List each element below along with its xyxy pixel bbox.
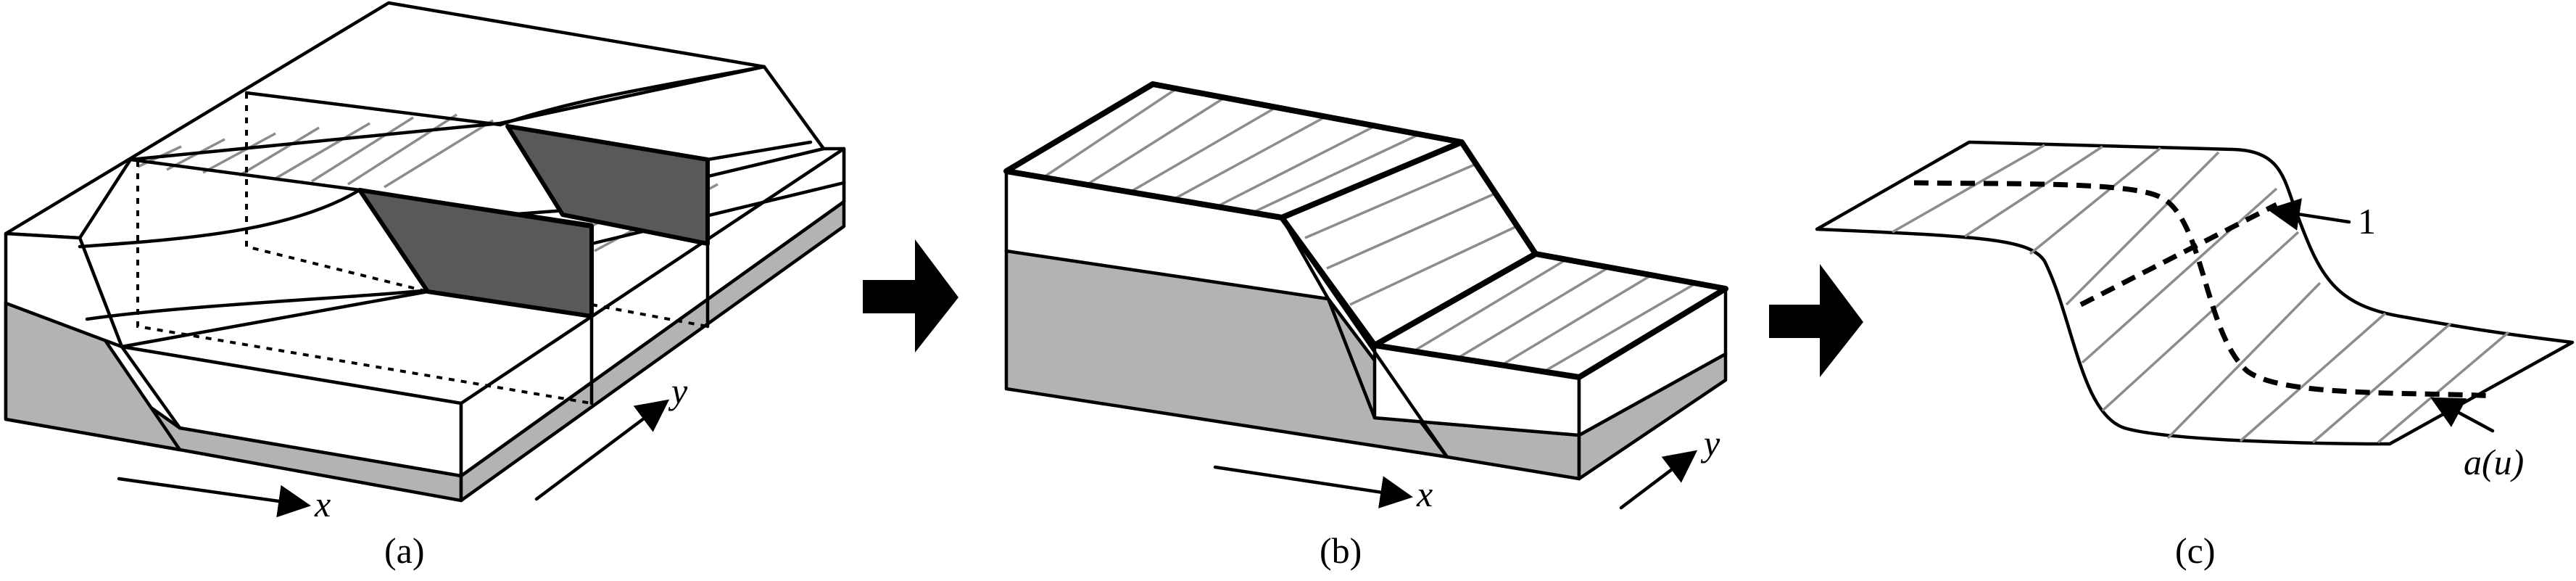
panel-c-line-1 bbox=[2079, 202, 2278, 308]
panel-c-curve-a bbox=[1913, 180, 2495, 399]
panel-b-y-arrow bbox=[1619, 450, 1698, 510]
panel-a-y-label: y bbox=[668, 371, 688, 411]
panel-b: x y (b) bbox=[1003, 81, 1728, 571]
panel-a-strata-line-2 bbox=[244, 91, 502, 127]
panel-b-y-label: y bbox=[1700, 423, 1720, 463]
panel-c: 1 a(u) (c) bbox=[1815, 140, 2575, 571]
panel-a-strata-line-11 bbox=[589, 181, 846, 246]
panel-c-arrow-a bbox=[2430, 397, 2495, 433]
panel-b-upper-top bbox=[1006, 84, 1462, 218]
panel-b-x-label: x bbox=[1416, 474, 1433, 514]
panel-a-strata-line-5 bbox=[78, 188, 362, 249]
panel-a-x-label: x bbox=[314, 484, 331, 524]
panel-a-caption: (a) bbox=[384, 530, 425, 571]
panel-c-surface bbox=[1815, 140, 2575, 446]
panel-c-caption: (c) bbox=[2175, 530, 2216, 571]
panel-a-strata-line-6 bbox=[85, 288, 431, 321]
panel-a: x y (a) bbox=[4, 1, 846, 571]
panel-a-dotted-1 bbox=[136, 161, 592, 405]
transition-arrow-2 bbox=[1769, 264, 1863, 377]
panel-b-caption: (b) bbox=[1320, 530, 1362, 571]
panel-a-strata-line-7 bbox=[120, 289, 430, 349]
panel-a-strata-line-10 bbox=[705, 140, 813, 162]
panel-a-y-arrow bbox=[534, 399, 670, 501]
panel-c-label-1: 1 bbox=[2358, 201, 2376, 242]
panel-b-x-arrow bbox=[1213, 465, 1413, 508]
panel-b-hatch bbox=[1043, 88, 1697, 373]
panel-b-fault-line bbox=[1280, 215, 1449, 459]
panel-a-x-arrow bbox=[117, 477, 311, 518]
panel-a-strata-line-3 bbox=[498, 65, 766, 127]
panel-a-strata-line-4 bbox=[78, 157, 133, 240]
panel-a-dotted-2 bbox=[245, 93, 428, 293]
panel-b-outline-lower bbox=[1372, 251, 1728, 380]
panel-c-label-a: a(u) bbox=[2464, 442, 2524, 482]
transition-arrow-1 bbox=[863, 239, 958, 353]
panel-a-side-right bbox=[459, 147, 846, 478]
panel-c-hatch bbox=[1892, 144, 2510, 444]
panel-c-arrow-1 bbox=[2267, 198, 2351, 231]
